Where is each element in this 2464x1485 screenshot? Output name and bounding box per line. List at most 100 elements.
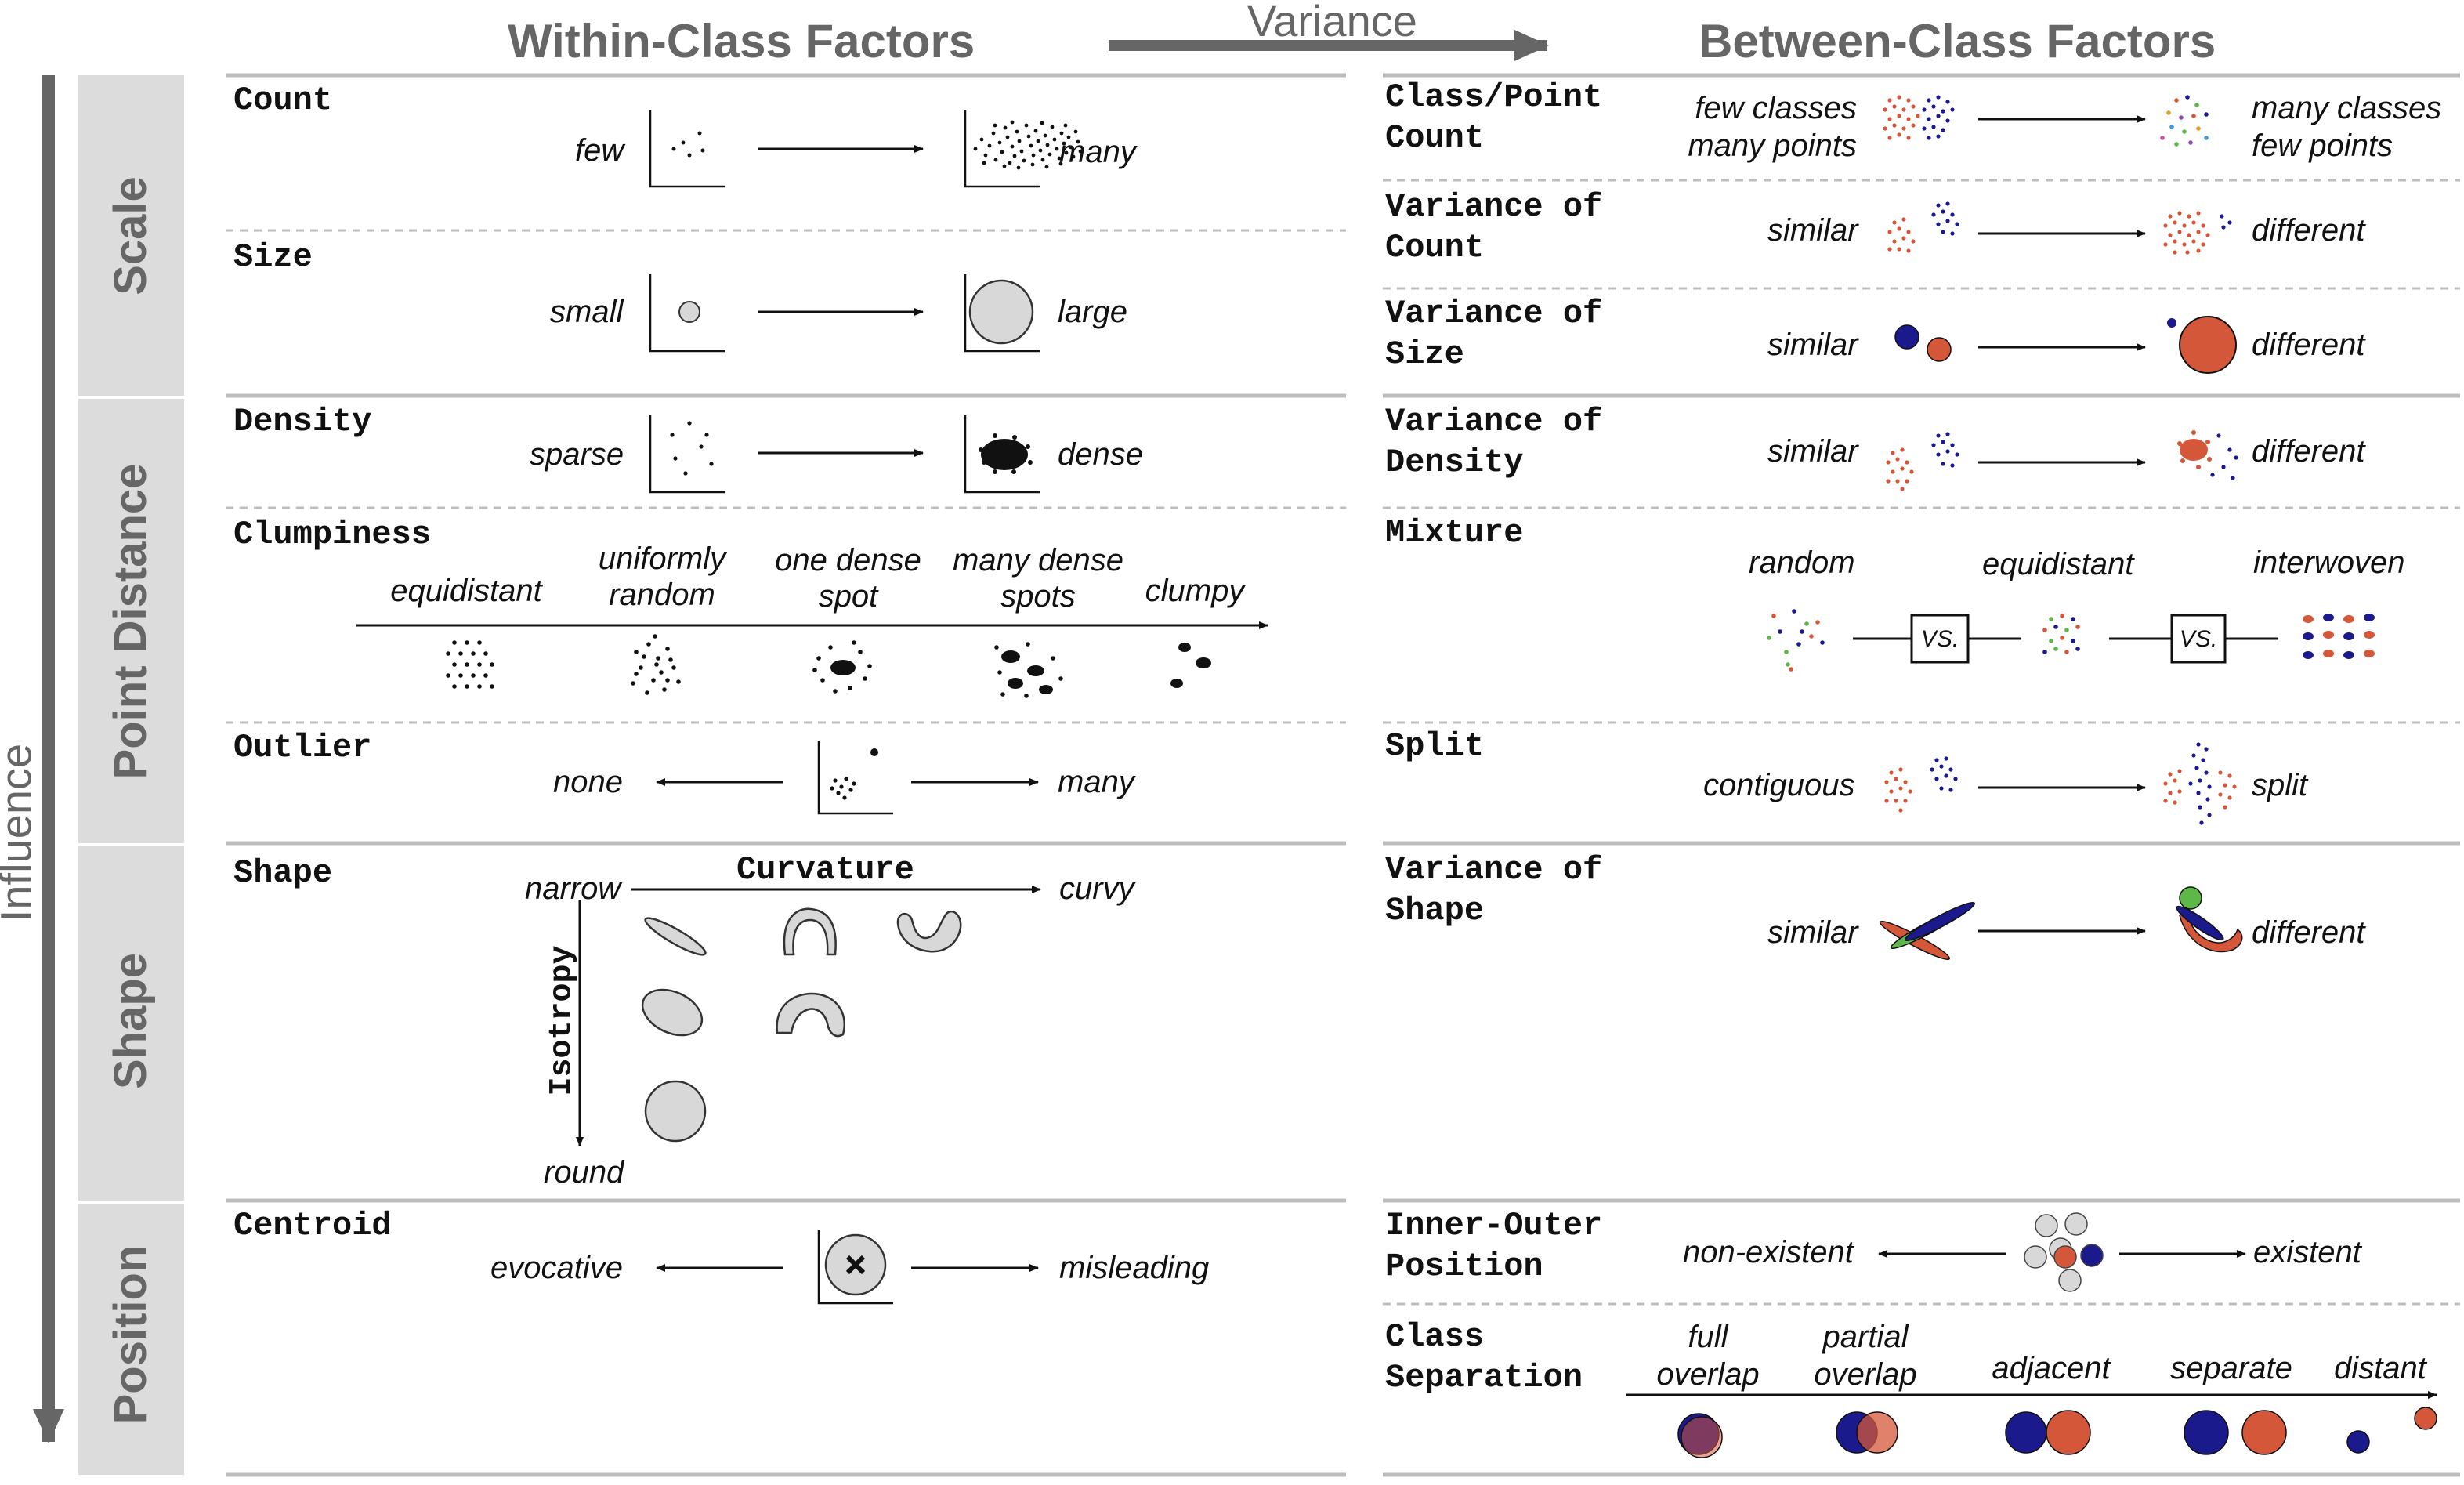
- density-right-label: dense: [1058, 437, 1143, 472]
- vod-left-label: similar: [1767, 434, 1858, 469]
- clump-label-clumpy: clumpy: [1145, 574, 1245, 608]
- mixture-interwoven: [2303, 614, 2375, 659]
- vod-right-blue: [2210, 433, 2238, 480]
- vos-left-blue: [1894, 324, 1919, 350]
- split-left-label: contiguous: [1703, 768, 1855, 802]
- clump-many-dense-spots: [994, 642, 1063, 698]
- count-few-dots: [671, 131, 705, 158]
- factor-variance-shape: Variance of Shape: [1385, 851, 1603, 929]
- factor-class-point-count: Class/Point Count: [1385, 78, 1603, 157]
- between-class-header: Between-Class Factors: [1699, 15, 2216, 67]
- clump-label-one-dense-spot: one dense spot: [775, 543, 921, 614]
- size-left-label: small: [550, 295, 624, 329]
- class-separation-glyphs: [1677, 1407, 2437, 1458]
- mixture-equidistant: [2042, 614, 2080, 654]
- shape-curvature-label: Curvature: [736, 851, 914, 889]
- vos-left-label: similar: [1767, 328, 1858, 362]
- mixture-random-label: random: [1749, 545, 1855, 580]
- vos-right-red: [2179, 316, 2237, 374]
- group-label-position: Position: [105, 1244, 156, 1425]
- shape-narrow-label: narrow: [525, 871, 621, 906]
- vosh-right: [2176, 886, 2243, 953]
- sep-distant-label: distant: [2334, 1351, 2426, 1385]
- vos-right-blue: [2167, 318, 2176, 328]
- density-sparse-dots: [670, 421, 714, 476]
- group-label-scale: Scale: [105, 176, 156, 295]
- within-class-header: Within-Class Factors: [508, 15, 975, 67]
- factor-inner-outer-position: Inner-Outer Position: [1385, 1207, 1603, 1285]
- voc-left-label: similar: [1767, 213, 1858, 248]
- clump-one-dense-spot: [812, 640, 872, 694]
- vod-right-label: different: [2252, 434, 2365, 469]
- voc-right-label: different: [2252, 213, 2365, 248]
- centroid-right-label: misleading: [1059, 1251, 1210, 1285]
- factor-variance-density: Variance of Density: [1385, 403, 1603, 481]
- vs-label-1: VS.: [1920, 626, 1959, 652]
- clump-equidistant: [446, 640, 494, 689]
- split-right-red: [2163, 769, 2237, 810]
- size-small-circle: [678, 301, 700, 323]
- factor-clumpiness: Clumpiness: [233, 516, 432, 553]
- factor-size: Size: [233, 238, 313, 276]
- factor-outlier: Outlier: [233, 729, 372, 766]
- mixture-random: [1767, 609, 1825, 672]
- shape-curvy-label: curvy: [1059, 871, 1134, 906]
- centroid-x: [845, 1255, 866, 1275]
- count-right-label: many: [1059, 135, 1136, 169]
- vosh-left-label: similar: [1767, 915, 1858, 950]
- factor-class-separation: Class Separation: [1385, 1318, 1583, 1396]
- shape-glyphs: [641, 907, 962, 1143]
- factor-variance-size: Variance of Size: [1385, 295, 1603, 373]
- group-scale: [78, 75, 184, 396]
- vod-right-red: [2177, 430, 2212, 469]
- factor-centroid: Centroid: [233, 1207, 392, 1244]
- vod-left-red: [1886, 447, 1914, 491]
- clump-label-uniform-random: uniformly random: [598, 541, 726, 612]
- group-label-shape: Shape: [105, 952, 156, 1090]
- group-point-distance: [78, 399, 184, 843]
- sep-partial-overlap-label: partial overlap: [1814, 1320, 1917, 1392]
- clump-clumpy: [1170, 643, 1211, 688]
- clump-label-equidistant: equidistant: [390, 574, 542, 608]
- influence-label: Influence: [0, 743, 41, 922]
- split-right-label: split: [2252, 768, 2308, 802]
- vosh-left: [1879, 901, 1976, 961]
- shape-round-label: round: [544, 1155, 624, 1190]
- group-label-point-distance: Point Distance: [105, 463, 156, 780]
- density-dense-dots: [979, 433, 1033, 474]
- sep-adjacent-label: adjacent: [1992, 1351, 2111, 1385]
- factor-density: Density: [233, 403, 372, 440]
- count-left-label: few: [575, 133, 624, 168]
- outlier-left-label: none: [553, 765, 623, 799]
- clump-label-many-dense-spots: many dense spots: [953, 543, 1123, 614]
- split-right-blue: [2188, 742, 2212, 825]
- voc-left-red: [1887, 217, 1916, 253]
- cpc-right-label: many classes few points: [2252, 91, 2442, 163]
- clump-uniform-random: [631, 634, 681, 695]
- outlier-dots: [830, 748, 878, 800]
- mixture-equidistant-label: equidistant: [1982, 547, 2134, 581]
- vos-left-red: [1927, 337, 1952, 362]
- vod-left-blue: [1931, 432, 1959, 468]
- factor-shape: Shape: [233, 854, 333, 892]
- cpc-left-red: [1883, 95, 1920, 140]
- mixture-interwoven-label: interwoven: [2253, 545, 2405, 580]
- group-shape: [78, 846, 184, 1201]
- inner-outer-left-label: non-existent: [1683, 1235, 1854, 1269]
- cpc-left-blue: [1922, 95, 1955, 140]
- count-many-dots: [973, 120, 1083, 170]
- split-left-blue: [1930, 756, 1958, 792]
- vos-right-label: different: [2252, 328, 2365, 362]
- size-large-circle: [968, 279, 1034, 345]
- factor-variance-count: Variance of Count: [1385, 188, 1603, 266]
- outlier-right-label: many: [1058, 765, 1134, 799]
- inner-outer-glyph: [2024, 1212, 2104, 1292]
- inner-outer-right-label: existent: [2253, 1235, 2361, 1269]
- split-left-red: [1884, 767, 1912, 813]
- factor-count: Count: [233, 81, 333, 119]
- vosh-right-label: different: [2252, 915, 2365, 950]
- vs-box-1: [1910, 614, 1970, 664]
- voc-left-blue: [1931, 201, 1959, 236]
- vs-label-2: VS.: [2179, 626, 2218, 652]
- cpc-right-dots: [2160, 95, 2209, 147]
